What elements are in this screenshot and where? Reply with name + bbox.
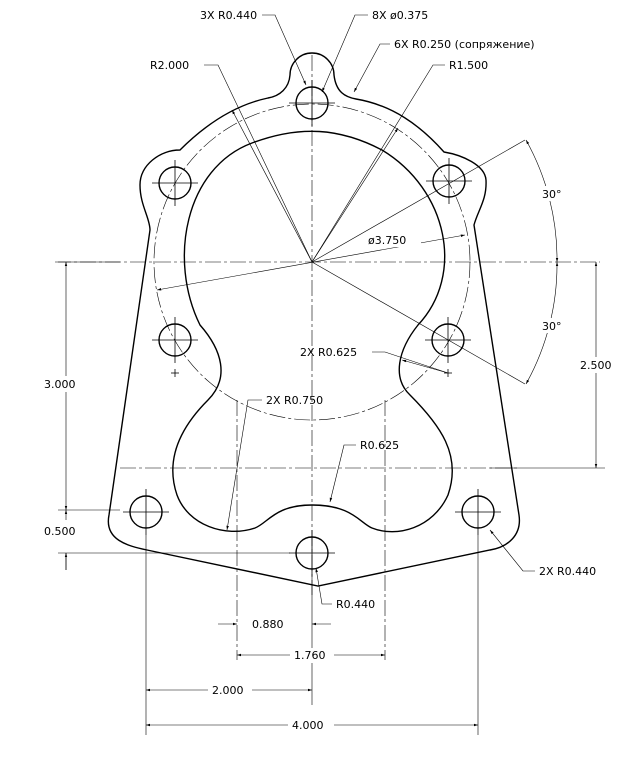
- annotation-dia3750: ø3.750: [368, 234, 406, 247]
- hole-middle-left: [152, 317, 198, 363]
- dimension-3000: 3.000: [44, 378, 76, 391]
- hole-upper-right: [426, 158, 472, 204]
- annotation-8x-dia0375: 8X ø0.375: [372, 9, 428, 22]
- hole-lower-right: [455, 489, 501, 535]
- outer-profile: [107, 52, 521, 587]
- dimension-2000: 2.000: [212, 684, 244, 697]
- center-mark-left: [171, 369, 179, 377]
- dimension-4000: 4.000: [292, 719, 324, 732]
- annotation-r0625: R0.625: [360, 439, 399, 452]
- dimension-angle-lower: 30°: [542, 320, 562, 333]
- annotation-r1500: R1.500: [449, 59, 488, 72]
- dimension-0500: 0.500: [44, 525, 76, 538]
- hole-upper-left: [152, 160, 198, 206]
- annotation-2x-r0625: 2X R0.625: [300, 346, 357, 359]
- hole-top: [289, 80, 335, 126]
- dimension-angle-upper: 30°: [542, 188, 562, 201]
- annotation-2x-r0440: 2X R0.440: [539, 565, 596, 578]
- dimension-2500: 2.500: [580, 359, 612, 372]
- dimension-0880: 0.880: [252, 618, 284, 631]
- annotation-6x-r0250: 6X R0.250 (сопряжение): [394, 38, 535, 51]
- annotation-2x-r0750: 2X R0.750: [266, 394, 323, 407]
- dimension-1760: 1.760: [294, 649, 326, 662]
- annotation-3x-r0440: 3X R0.440: [200, 9, 257, 22]
- annotation-r2000: R2.000: [150, 59, 189, 72]
- annotation-r0440-bottom: R0.440: [336, 598, 375, 611]
- inner-cutout: [172, 130, 453, 533]
- hole-lower-left: [123, 489, 169, 535]
- hole-bottom: [289, 530, 335, 576]
